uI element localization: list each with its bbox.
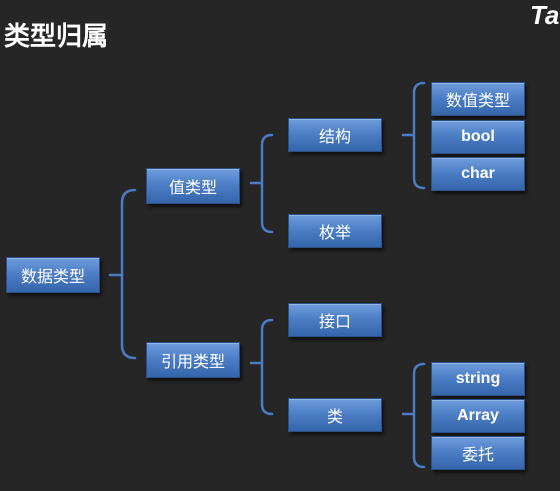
node-reference-type: 引用类型 [146,342,240,378]
node-numeric-type: 数值类型 [431,82,525,116]
bracket-class [401,362,426,469]
node-array: Array [431,399,525,433]
node-root: 数据类型 [6,257,100,293]
node-enum: 枚举 [288,214,382,248]
node-class: 类 [288,398,382,432]
node-interface: 接口 [288,303,382,337]
bracket-reference-type [249,318,274,416]
bracket-value-type [249,133,274,234]
node-struct: 结构 [288,118,382,152]
node-string: string [431,362,525,396]
node-delegate: 委托 [431,436,525,470]
page-title: 类型归属 [4,22,109,52]
node-char: char [431,157,525,191]
bracket-root [108,188,137,360]
corner-logo-text: Ta [530,0,560,30]
bracket-struct [401,81,426,190]
node-value-type: 值类型 [146,168,240,204]
node-bool: bool [431,120,525,154]
